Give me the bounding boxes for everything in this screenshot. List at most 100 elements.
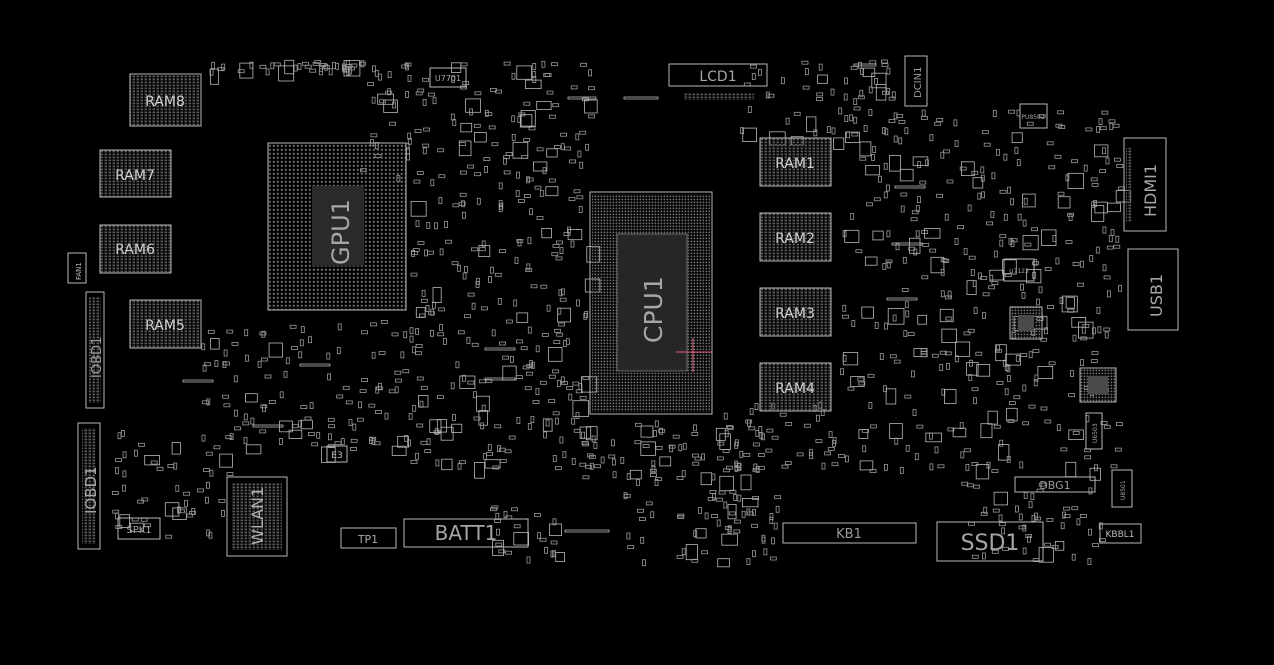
passive-component xyxy=(412,346,417,354)
passive-component xyxy=(218,498,226,503)
passive-component xyxy=(460,122,473,133)
passive-component xyxy=(234,409,238,417)
passive-component xyxy=(356,417,364,422)
passive-component xyxy=(460,62,468,67)
u7123-chip[interactable]: U7123 xyxy=(1003,258,1035,282)
lcd1-label: LCD1 xyxy=(699,69,736,85)
ram8-chip[interactable]: RAM8 xyxy=(129,73,202,127)
ram4-chip[interactable]: RAM4 xyxy=(759,362,832,412)
ram3-chip[interactable]: RAM3 xyxy=(759,287,832,337)
batt1-connector[interactable]: BATT1 xyxy=(403,518,529,548)
passive-component xyxy=(1002,259,1017,275)
ram1-chip[interactable]: RAM1 xyxy=(759,137,832,187)
gpu1-chip[interactable]: GPU1 xyxy=(267,142,407,311)
hdmi1-label: HDMI1 xyxy=(1141,164,1160,217)
iobd1-lower-connector[interactable]: IOBD1 xyxy=(77,422,101,550)
passive-component xyxy=(314,60,322,64)
passive-component xyxy=(645,501,653,506)
passive-component xyxy=(511,115,516,123)
lcd1-connector[interactable]: LCD1 xyxy=(668,63,768,100)
passive-component xyxy=(467,380,475,385)
ram5-chip[interactable]: RAM5 xyxy=(129,299,202,349)
passive-component xyxy=(1022,193,1036,208)
passive-component xyxy=(555,466,562,471)
passive-component xyxy=(868,109,873,116)
passive-component xyxy=(342,65,347,72)
passive-component xyxy=(959,422,964,430)
passive-component xyxy=(481,306,488,311)
passive-component xyxy=(529,208,533,216)
passive-component xyxy=(539,537,547,542)
passive-component xyxy=(558,289,563,297)
iobd1-upper-label: IOBD1 xyxy=(90,337,105,378)
passive-component xyxy=(1028,404,1036,409)
passive-component xyxy=(584,311,589,318)
kb1-connector[interactable]: KB1 xyxy=(782,522,917,544)
passive-component xyxy=(511,72,516,80)
passive-component xyxy=(853,106,861,111)
fan1-connector[interactable]: FAN1 xyxy=(67,252,87,284)
passive-component xyxy=(1021,291,1026,299)
ram2-chip[interactable]: RAM2 xyxy=(759,212,832,262)
passive-component xyxy=(1084,455,1092,460)
passive-component xyxy=(887,307,905,325)
passive-component xyxy=(476,395,490,412)
passive-component xyxy=(259,429,267,434)
kbbl1-connector[interactable]: KBBL1 xyxy=(1099,523,1142,544)
pu8502-chip[interactable]: PU8502 xyxy=(1019,103,1048,129)
passive-component xyxy=(691,431,699,436)
e3-pad[interactable]: E3 xyxy=(326,445,348,463)
passive-component xyxy=(975,351,983,356)
passive-component xyxy=(432,97,437,105)
ram6-chip[interactable]: RAM6 xyxy=(99,224,172,274)
passive-component xyxy=(911,370,915,378)
passive-component xyxy=(1072,430,1080,435)
iobd1-upper-connector[interactable]: IOBD1 xyxy=(85,291,105,409)
usb1-connector[interactable]: USB1 xyxy=(1127,248,1179,331)
spk1-connector[interactable]: SPK1 xyxy=(117,517,161,540)
passive-component xyxy=(972,280,977,288)
passive-component xyxy=(121,429,125,437)
passive-component xyxy=(375,386,380,394)
passive-component xyxy=(991,172,996,180)
ram7-chip[interactable]: RAM7 xyxy=(99,149,172,198)
u8501-chip[interactable]: U8501 xyxy=(1111,469,1133,508)
cpu1-chip[interactable]: CPU1 xyxy=(589,191,713,415)
passive-component xyxy=(579,130,587,135)
passive-component xyxy=(1004,388,1009,396)
passive-component xyxy=(588,114,595,119)
ssd1-connector[interactable]: SSD1 xyxy=(936,521,1044,562)
passive-component xyxy=(380,319,388,324)
dbg1-connector[interactable]: DBG1 xyxy=(1014,476,1096,493)
pch-chip[interactable] xyxy=(1079,367,1117,403)
passive-component xyxy=(471,342,479,347)
passive-component xyxy=(489,266,494,274)
passive-component xyxy=(723,468,730,473)
passive-component xyxy=(865,256,878,266)
passive-component xyxy=(473,123,481,128)
passive-component xyxy=(953,119,958,127)
passive-component xyxy=(912,156,929,166)
wlan1-connector[interactable]: WLAN1 xyxy=(226,476,288,557)
hdmi1-connector[interactable]: HDMI1 xyxy=(1123,137,1167,232)
passive-component xyxy=(758,465,765,470)
ec-chip[interactable] xyxy=(1009,306,1043,340)
passive-component xyxy=(311,442,319,447)
passive-component xyxy=(875,84,887,101)
passive-component xyxy=(1113,244,1121,249)
passive-component xyxy=(751,523,758,528)
passive-component xyxy=(940,290,945,298)
passive-component xyxy=(781,77,785,85)
passive-component xyxy=(1099,126,1107,131)
passive-component xyxy=(418,394,429,408)
passive-component xyxy=(172,507,187,520)
u6503-chip[interactable]: U6503 xyxy=(1085,412,1103,450)
passive-component xyxy=(975,464,990,480)
passive-component xyxy=(737,494,742,502)
tp1-connector[interactable]: TP1 xyxy=(340,527,397,549)
dcin1-connector[interactable]: DCIN1 xyxy=(904,55,928,107)
u7701-chip[interactable]: U7701 xyxy=(429,67,467,88)
passive-component xyxy=(387,88,391,96)
wlan1-label: WLAN1 xyxy=(248,487,267,545)
